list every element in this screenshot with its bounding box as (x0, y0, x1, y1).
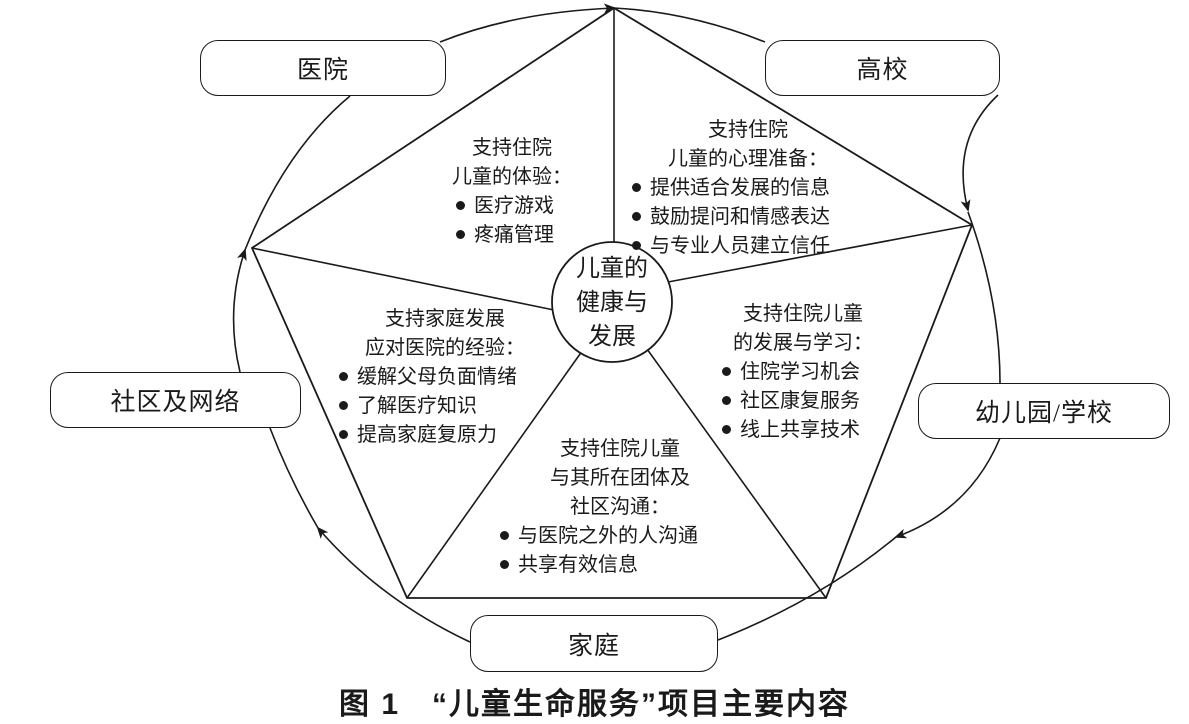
center-label: 儿童的 健康与 发展 (552, 247, 672, 359)
segment-heading-line: 支持住院儿童 (743, 303, 863, 325)
segment-heading-line: 与其所在团体及 (550, 467, 690, 489)
segment-development: 支持住院儿童 的发展与学习： 住院学习机会 社区康复服务 线上共享技术 (718, 300, 888, 445)
outer-cycle (232, 3, 1001, 643)
arc-community-to-left (232, 248, 247, 373)
segment-list: 与医院之外的人沟通 共享有效信息 (500, 522, 740, 580)
list-item: 医疗游戏 (456, 192, 586, 221)
bullet-icon (632, 182, 641, 192)
list-item: 鼓励提问和情感表达 (632, 203, 868, 232)
list-item: 共享有效信息 (500, 551, 740, 580)
arc-top-to-university (613, 7, 766, 43)
center-line: 发展 (588, 324, 636, 350)
list-item: 缓解父母负面情绪 (339, 363, 555, 392)
bullet-icon (632, 211, 641, 221)
arc-kindergarten-family-b (717, 536, 897, 641)
segment-list: 住院学习机会 社区康复服务 线上共享技术 (718, 358, 888, 445)
segment-heading-line: 儿童的体验： (452, 166, 572, 188)
node-family: 家庭 (470, 615, 718, 672)
arc-right-to-kindergarten (967, 211, 1001, 384)
segment-heading-line: 应对医院的经验： (365, 337, 525, 359)
spoke-left (251, 247, 555, 311)
arc-university-to-right (960, 94, 999, 212)
segment-heading-line: 支持住院儿童 (560, 438, 680, 460)
arc-left-to-hospital (244, 95, 351, 251)
center-line: 儿童的 (576, 256, 648, 282)
segment-list: 提供适合发展的信息 鼓励提问和情感表达 与专业人员建立信任 (628, 174, 868, 261)
node-kindergarten-label: 幼儿园/学校 (975, 400, 1113, 427)
arc-family-community-b (269, 427, 319, 529)
pentagon (250, 6, 974, 599)
bullet-icon (456, 229, 465, 239)
segment-family: 支持家庭发展 应对医院的经验： 缓解父母负面情绪 了解医疗知识 提高家庭复原力 (335, 305, 555, 450)
figure-caption: 图 1 “儿童生命服务”项目主要内容 (338, 688, 851, 721)
segment-heading-line: 的发展与学习： (733, 332, 873, 354)
list-item: 社区康复服务 (722, 387, 888, 416)
node-community-label: 社区及网络 (110, 389, 241, 416)
segment-group: 支持住院儿童 与其所在团体及 社区沟通： 与医院之外的人沟通 共享有效信息 (500, 435, 740, 580)
bullet-icon (339, 371, 348, 381)
segment-list: 医疗游戏 疼痛管理 (438, 192, 586, 250)
arc-kindergarten-to-family (894, 437, 1001, 539)
node-family-label: 家庭 (567, 632, 620, 660)
node-kindergarten: 幼儿园/学校 (918, 383, 1170, 439)
list-item: 线上共享技术 (722, 416, 888, 445)
node-hospital: 医院 (200, 40, 446, 96)
node-university: 高校 (765, 40, 1000, 96)
bullet-icon (722, 395, 731, 405)
list-item: 住院学习机会 (722, 358, 888, 387)
segment-heading-line: 支持住院 (708, 119, 788, 141)
center-circle (551, 241, 673, 363)
spoke-lower-right (646, 348, 827, 599)
list-item: 提高家庭复原力 (339, 421, 555, 450)
segment-experience: 支持住院 儿童的体验： 医疗游戏 疼痛管理 (438, 134, 586, 250)
list-item: 疼痛管理 (456, 221, 586, 250)
segment-heading-line: 社区沟通： (570, 496, 670, 518)
list-item: 与专业人员建立信任 (632, 232, 868, 261)
bullet-icon (339, 400, 348, 410)
list-item: 了解医疗知识 (339, 392, 555, 421)
node-hospital-label: 医院 (296, 57, 349, 84)
bullet-icon (456, 200, 465, 210)
bullet-icon (500, 559, 509, 569)
bullet-icon (632, 240, 641, 250)
bullet-icon (722, 424, 731, 434)
bullet-icon (722, 366, 731, 376)
spokes (251, 8, 973, 599)
arc-family-to-community (316, 526, 471, 643)
spoke-lower-left (406, 346, 586, 599)
arc-hospital-to-top (439, 3, 616, 43)
spoke-right (667, 224, 973, 283)
segment-psychology: 支持住院 儿童的心理准备： 提供适合发展的信息 鼓励提问和情感表达 与专业人员建… (628, 116, 868, 261)
list-item: 与医院之外的人沟通 (500, 522, 740, 551)
bullet-icon (339, 429, 348, 439)
segment-heading-line: 支持住院 (472, 137, 552, 159)
center-line: 健康与 (576, 290, 648, 316)
node-university-label: 高校 (856, 57, 909, 84)
bullet-icon (500, 530, 509, 540)
segment-list: 缓解父母负面情绪 了解医疗知识 提高家庭复原力 (335, 363, 555, 450)
segment-heading-line: 儿童的心理准备： (668, 148, 828, 170)
segment-heading-line: 支持家庭发展 (385, 308, 505, 330)
list-item: 提供适合发展的信息 (632, 174, 868, 203)
node-community: 社区及网络 (50, 372, 301, 428)
